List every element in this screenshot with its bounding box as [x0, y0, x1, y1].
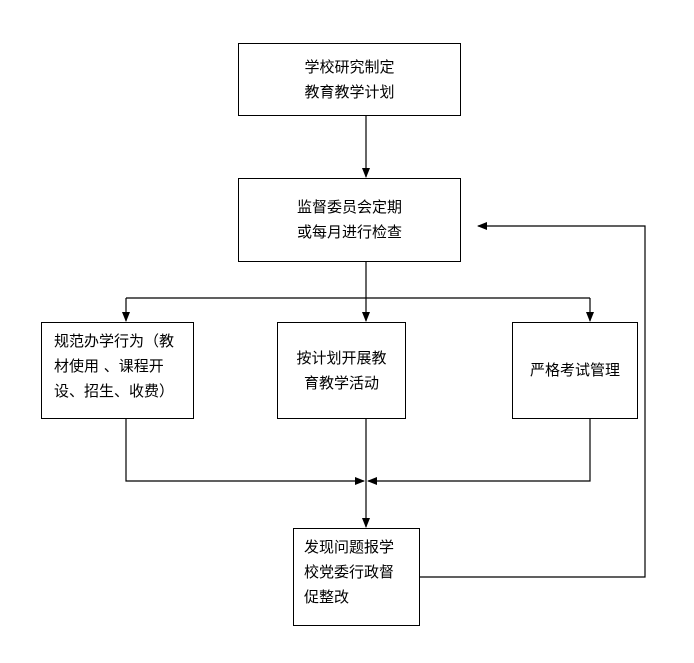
node-inspect-line-1: 监督委员会定期 [296, 198, 402, 216]
node-inspect-line-2: 或每月进行检查 [296, 223, 402, 241]
node-report-line-2: 校党委行政督 [304, 563, 395, 581]
node-teaching-line-1: 按计划开展教 [296, 348, 387, 367]
node-teaching: 按计划开展教 育教学活动 [277, 322, 406, 419]
node-report-line-3: 促整改 [304, 588, 350, 606]
node-report: 发现问题报学 校党委行政督 促整改 [293, 528, 420, 626]
node-regulate-line-1: 规范办学行为（教 [54, 332, 175, 350]
node-regulate-line-3: 设、招生、收费） [54, 382, 175, 400]
node-regulate-line-2: 材使用 、课程开 [54, 357, 164, 375]
node-plan-line-1: 学校研究制定 [304, 57, 395, 76]
arrow-regulate-merge [125, 419, 365, 485]
node-teaching-line-2: 育教学活动 [303, 373, 379, 392]
arrow-feedback-loop [420, 222, 646, 578]
node-exam-line-1: 严格考试管理 [529, 361, 620, 379]
node-exam: 严格考试管理 [512, 322, 638, 419]
node-report-line-1: 发现问题报学 [304, 538, 395, 556]
node-plan: 学校研究制定 教育教学计划 [238, 43, 461, 116]
arrow-exam-merge [367, 419, 591, 485]
node-regulate: 规范办学行为（教 材使用 、课程开 设、招生、收费） [41, 322, 194, 419]
node-inspect: 监督委员会定期 或每月进行检查 [238, 178, 461, 262]
node-plan-line-2: 教育教学计划 [304, 82, 395, 101]
